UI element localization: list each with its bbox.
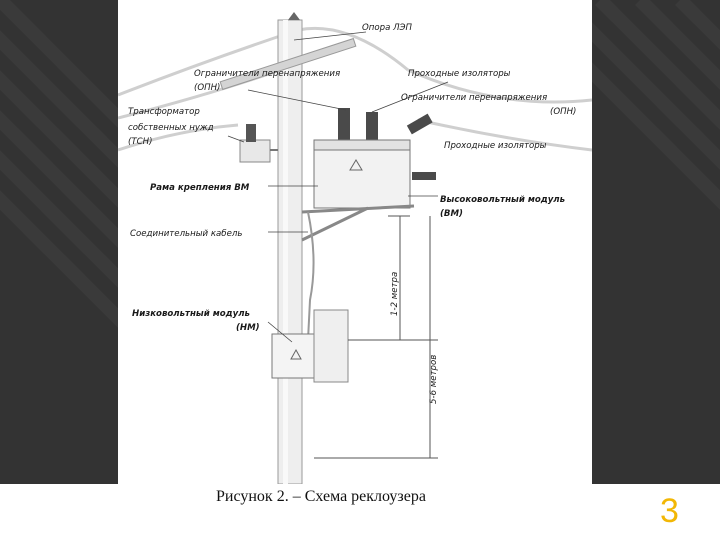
label-insulators-top: Проходные изоляторы bbox=[408, 69, 511, 79]
label-nm-2: (НМ) bbox=[236, 323, 260, 333]
label-tsn-1: Трансформатор bbox=[128, 107, 200, 117]
label-tsn-2: собственных нужд bbox=[128, 123, 214, 133]
figure-caption: Рисунок 2. – Схема реклоузера bbox=[216, 488, 426, 506]
label-opn-left-2: (ОПН) bbox=[194, 83, 220, 93]
label-vm-1: Высоковольтный модуль bbox=[440, 195, 565, 205]
label-dim-1-2: 1-2 метра bbox=[390, 272, 400, 316]
slide-number: 3 bbox=[660, 494, 679, 528]
label-opn-right-2: (ОПН) bbox=[550, 107, 576, 117]
label-tsn-3: (ТСН) bbox=[128, 137, 152, 147]
label-cable: Соединительный кабель bbox=[130, 229, 242, 239]
mounting-frame bbox=[302, 206, 414, 240]
high-voltage-module bbox=[314, 140, 410, 208]
label-insulators-right: Проходные изоляторы bbox=[444, 141, 547, 151]
label-opora: Опора ЛЭП bbox=[362, 23, 413, 33]
connecting-cable bbox=[308, 212, 314, 340]
recloser-diagram: Опора ЛЭП Ограничители перенапряжения (О… bbox=[118, 0, 592, 484]
label-opn-left-1: Ограничители перенапряжения bbox=[194, 69, 340, 79]
label-frame: Рама крепления ВМ bbox=[150, 183, 250, 193]
label-nm-1: Низковольтный модуль bbox=[132, 309, 250, 319]
label-opn-right-1: Ограничители перенапряжения bbox=[401, 93, 547, 103]
label-vm-2: (ВМ) bbox=[440, 209, 463, 219]
pole bbox=[278, 20, 302, 484]
recloser-drawing: Опора ЛЭП Ограничители перенапряжения (О… bbox=[118, 0, 592, 484]
label-dim-5-6: 5-6 метров bbox=[429, 355, 439, 404]
tsn-transformer bbox=[240, 124, 278, 162]
